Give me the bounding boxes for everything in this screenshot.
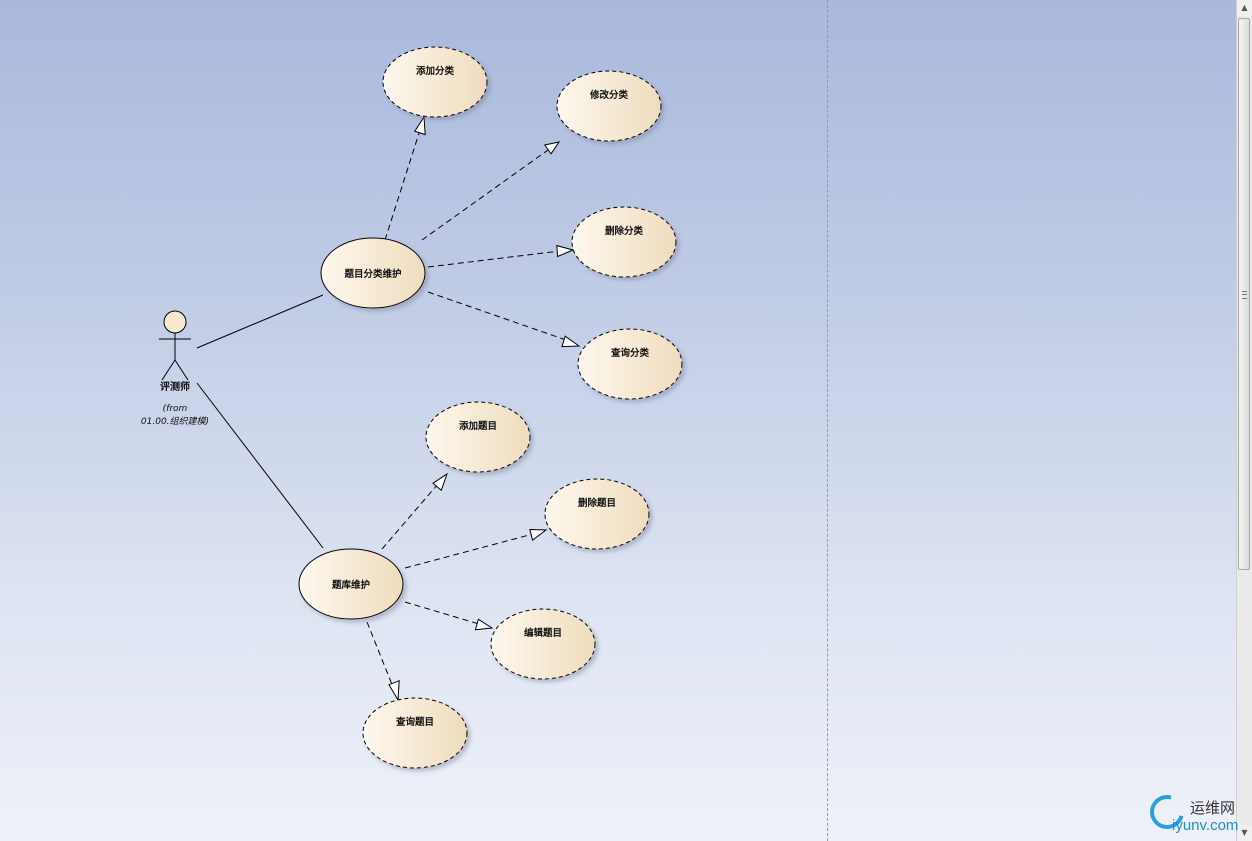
use-case-add-question[interactable]: 添加题目 [425, 401, 531, 473]
use-case-label: 添加分类 [416, 65, 455, 77]
use-case-delete-category[interactable]: 删除分类 [571, 206, 677, 278]
use-case-add-category[interactable]: 添加分类 [382, 46, 488, 118]
actor-head-icon [163, 310, 187, 334]
use-case-label: 删除分类 [605, 225, 644, 237]
dependency-arrow-delete-category [427, 244, 575, 268]
scroll-down-arrow-icon[interactable]: ▼ [1237, 825, 1252, 841]
use-case-query-question[interactable]: 查询题目 [362, 697, 468, 769]
dependency-arrow-modify-category [421, 141, 561, 241]
use-case-category-maintenance[interactable]: 题目分类维护 [320, 237, 426, 309]
vertical-scrollbar[interactable]: ▲ ▼ [1236, 0, 1252, 841]
actor-package-line2: 01.00.组织建模) [141, 416, 209, 427]
association-line-bank [196, 382, 324, 549]
use-case-label: 题目分类维护 [344, 268, 401, 280]
use-case-diagram: 评测师 (from 01.00.组织建模) 题目分类维护 题库维护 添加分类 修… [141, 46, 683, 769]
dependency-arrow-edit-question [404, 601, 494, 631]
use-case-label: 题库维护 [332, 579, 370, 591]
scroll-up-arrow-icon[interactable]: ▲ [1237, 0, 1252, 16]
use-case-label: 查询题目 [395, 716, 434, 728]
watermark: 运维网 iyunv.com [1143, 788, 1252, 839]
watermark-url: iyunv.com [1172, 817, 1239, 834]
dependency-arrow-add-question [381, 472, 448, 550]
scrollbar-grip-icon [1242, 291, 1247, 299]
use-case-label: 编辑题目 [524, 627, 562, 639]
use-case-label: 删除题目 [578, 497, 616, 509]
actor-evaluator[interactable]: 评测师 (from 01.00.组织建模) [141, 310, 209, 427]
use-case-modify-category[interactable]: 修改分类 [556, 70, 662, 142]
dependency-arrow-add-category [384, 115, 426, 241]
use-case-delete-question[interactable]: 删除题目 [544, 478, 650, 550]
actor-leg-right [174, 359, 189, 381]
page-boundary-line [827, 0, 828, 841]
association-line-category [196, 294, 324, 349]
actor-leg-left [161, 359, 176, 381]
dependency-arrow-delete-question [404, 528, 548, 569]
actor-name: 评测师 [160, 380, 190, 393]
dependency-arrow-query-question [366, 621, 400, 702]
use-case-question-bank-maintenance[interactable]: 题库维护 [298, 548, 404, 620]
use-case-label: 添加题目 [459, 420, 497, 432]
use-case-edit-question[interactable]: 编辑题目 [490, 608, 596, 680]
actor-package-line1: (from [163, 404, 188, 414]
watermark-title: 运维网 [1190, 799, 1236, 817]
use-case-query-category[interactable]: 查询分类 [577, 328, 683, 400]
scrollbar-thumb[interactable] [1238, 18, 1250, 570]
dependency-arrow-query-category [427, 291, 581, 348]
use-case-label: 查询分类 [610, 347, 650, 359]
use-case-label: 修改分类 [589, 89, 629, 101]
